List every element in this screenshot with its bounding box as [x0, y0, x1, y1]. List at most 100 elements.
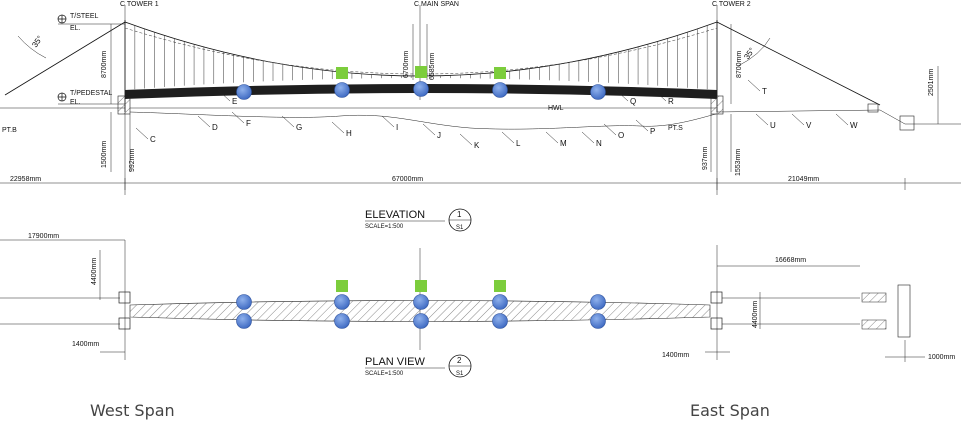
leader-line	[135, 127, 149, 140]
span-dims: 22958mm 67000mm 21049mm	[0, 176, 961, 190]
point-letter-i: I	[396, 123, 398, 132]
elevation-scale: SCALE=1:500	[365, 224, 404, 230]
sensor-square	[494, 280, 506, 292]
leader-line	[545, 131, 559, 144]
pedestal-el: EL.	[70, 99, 81, 106]
elevation-bubble-num: 1	[457, 210, 462, 219]
sensor-square	[415, 66, 427, 78]
plan-tower-1-bottom	[118, 317, 131, 330]
plan-east-anchor-top	[861, 292, 887, 303]
west-angle-label: 35°	[30, 34, 44, 49]
tower-2-height: 8700mm	[736, 51, 743, 78]
right-pier-dim: 937mm	[702, 146, 709, 170]
elevation-view: C TOWER 1 C MAIN SPAN C TOWER 2 HWL T/	[0, 1, 961, 232]
leader-line	[747, 79, 761, 92]
sensor-square	[336, 67, 348, 79]
west-pedestal	[117, 95, 131, 115]
plan-anchor-block-dim: 1000mm	[928, 354, 955, 361]
point-letter-v: V	[806, 121, 812, 130]
tower-2-label: C TOWER 2	[712, 1, 751, 8]
main-span-dim: 67000mm	[392, 176, 423, 183]
point-letter-j: J	[437, 131, 441, 140]
east-backstay	[716, 21, 881, 106]
plan-east-anchor-bottom	[861, 319, 887, 330]
sag-left: 6700mm	[403, 51, 410, 78]
east-anchor-foundation	[899, 115, 915, 131]
east-angle-arc	[737, 37, 771, 67]
sensor-circle	[236, 294, 252, 310]
sensor-circle	[492, 82, 508, 98]
sensor-circle	[413, 294, 429, 310]
plan-width-right: 4400mm	[752, 301, 759, 328]
hwl-label: HWL	[548, 105, 564, 112]
point-letter-r: R	[668, 97, 674, 106]
leader-line	[635, 119, 649, 132]
point-letter-w: W	[850, 121, 858, 130]
sensor-circle	[413, 313, 429, 329]
leader-line	[459, 133, 473, 146]
right-below-dim: 1553mm	[735, 149, 742, 176]
point-letter-q: Q	[630, 97, 636, 106]
east-anchor-block	[867, 103, 879, 113]
leader-line	[422, 123, 436, 136]
plan-tower-2-top	[710, 291, 723, 304]
sensor-circle	[492, 294, 508, 310]
point-letter-h: H	[346, 129, 352, 138]
elevation-bubble-sheet: S1	[456, 225, 464, 231]
right-anchor-dim: 2501mm	[928, 69, 935, 96]
plan-east-anchor-dim: 16668mm	[775, 257, 806, 264]
point-letter-m: M	[560, 139, 567, 148]
plan-scale: SCALE=1:500	[365, 371, 404, 377]
sensor-square	[415, 280, 427, 292]
leader-line	[581, 131, 595, 144]
pt-s-label: PT.S	[668, 125, 683, 132]
east-ground	[716, 109, 961, 125]
plan-west-anchor-dim: 17900mm	[28, 233, 59, 240]
plan-left-offset: 1400mm	[72, 341, 99, 348]
steel-label: T/STEEL	[70, 13, 99, 20]
west-angle-arc	[17, 35, 47, 59]
plan-width-left: 4400mm	[91, 258, 98, 285]
point-letter-t: T	[762, 87, 767, 96]
plan-view: 17900mm 4400mm 16668mm 4400mm 1400mm 140…	[0, 233, 955, 378]
leader-line	[217, 89, 231, 102]
elevation-title-text: ELEVATION	[365, 209, 425, 221]
pedestal-label: T/PEDESTAL	[70, 90, 112, 97]
point-letter-u: U	[770, 121, 776, 130]
sensor-circle	[236, 84, 252, 100]
elevation-title: ELEVATION SCALE=1:500 1 S1	[365, 208, 472, 232]
plan-anchor-block	[897, 284, 911, 338]
leader-line	[231, 111, 245, 124]
plan-bubble-num: 2	[457, 356, 462, 365]
sensor-circle	[590, 294, 606, 310]
sensor-circle	[334, 82, 350, 98]
sag-right: 6585mm	[429, 53, 436, 80]
left-below-dim: 1500mm	[101, 141, 108, 168]
pt-b-label: PT.B	[2, 127, 17, 134]
sensor-circle	[492, 313, 508, 329]
west-span-label: West Span	[90, 401, 175, 420]
west-span-dim: 22958mm	[10, 176, 41, 183]
east-pedestal	[710, 95, 724, 115]
point-letter-k: K	[474, 141, 480, 150]
plan-title: PLAN VIEW SCALE=1:500 2 S1	[365, 354, 472, 378]
leader-line	[615, 89, 629, 102]
plan-tower-2-bottom	[710, 317, 723, 330]
point-letter-l: L	[516, 139, 521, 148]
pedestal-elevation-marker: T/PEDESTAL EL.	[57, 90, 125, 106]
point-letter-g: G	[296, 123, 302, 132]
plan-title-text: PLAN VIEW	[365, 356, 426, 368]
plan-bubble-sheet: S1	[456, 371, 464, 377]
leader-line	[755, 113, 769, 126]
hangers	[134, 25, 708, 90]
leader-line	[197, 115, 211, 128]
leader-line	[835, 113, 849, 126]
leader-line	[603, 123, 617, 136]
leader-line	[381, 115, 395, 128]
plan-tower-1-top	[118, 291, 131, 304]
riverbed	[129, 111, 717, 130]
sensor-circle	[413, 81, 429, 97]
sensor-markers	[236, 66, 606, 329]
left-pier-dim: 992mm	[129, 148, 136, 172]
